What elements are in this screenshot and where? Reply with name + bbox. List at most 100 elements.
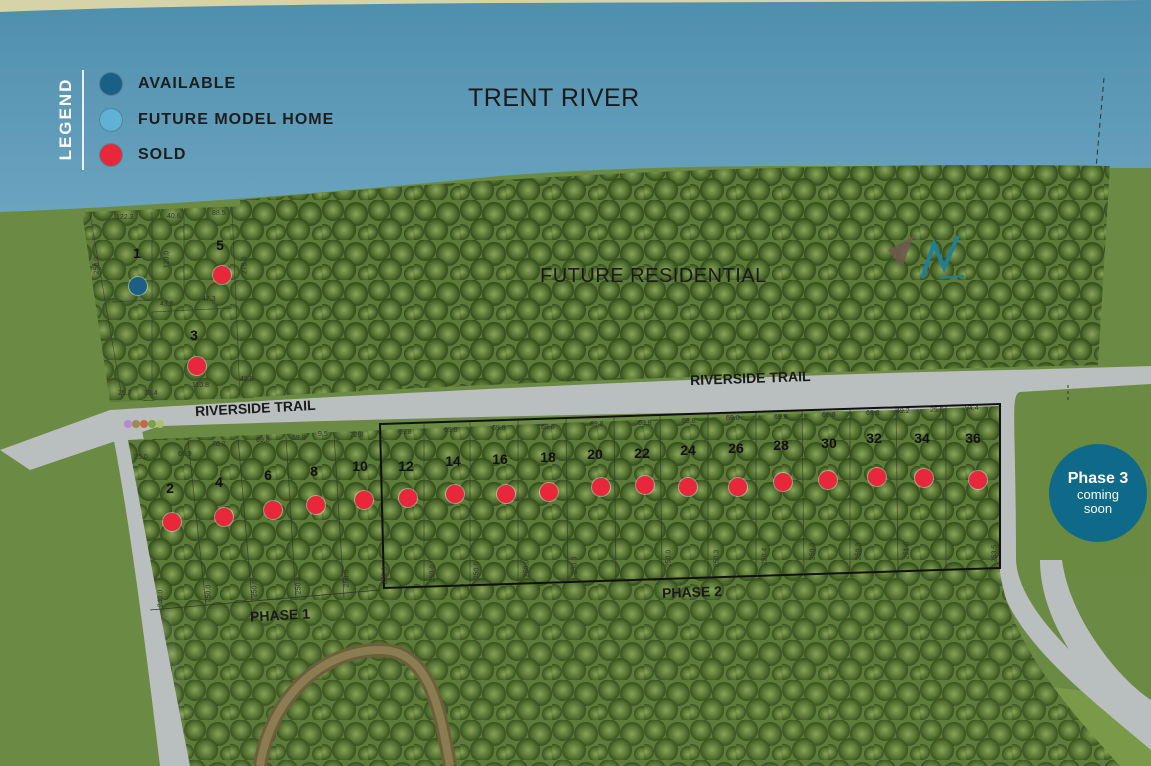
lot-number-3[interactable]: 3 bbox=[190, 327, 198, 343]
lot-number-20[interactable]: 20 bbox=[587, 446, 603, 462]
north-lot-dimension: 43.5 bbox=[160, 301, 174, 308]
lot-frontage-dimension: 9.5 bbox=[318, 431, 328, 438]
lot-depth-dimension: 250.3 bbox=[571, 556, 579, 575]
lot-number-16[interactable]: 16 bbox=[492, 451, 508, 467]
lot-status-marker[interactable] bbox=[969, 471, 987, 489]
legend-item-available: AVAILABLE bbox=[100, 72, 236, 96]
lot-status-marker[interactable] bbox=[213, 266, 231, 284]
lot-depth-dimension: 253.5 bbox=[991, 544, 999, 563]
lot-depth-dimension: 250.0 bbox=[665, 549, 673, 568]
north-lot-dimension: 40.6 bbox=[167, 213, 181, 220]
lot-status-marker[interactable] bbox=[774, 473, 792, 491]
lot-depth-dimension: 250.0 bbox=[429, 564, 437, 583]
lot-status-marker[interactable] bbox=[163, 513, 181, 531]
lot-status-marker[interactable] bbox=[264, 501, 282, 519]
lot-number-4[interactable]: 4 bbox=[215, 474, 223, 490]
lot-status-marker[interactable] bbox=[592, 478, 610, 496]
lot-frontage-dimension: 69.8 bbox=[398, 429, 412, 436]
phase2-boundary bbox=[378, 402, 1001, 590]
legend-label: AVAILABLE bbox=[138, 75, 237, 92]
lot-status-marker[interactable] bbox=[679, 478, 697, 496]
lot-status-marker[interactable] bbox=[446, 485, 464, 503]
lot-status-marker[interactable] bbox=[729, 478, 747, 496]
lot-depth-dimension: 250.4 bbox=[761, 547, 769, 566]
lot-status-marker[interactable] bbox=[915, 469, 933, 487]
lot-frontage-dimension: 69.8 bbox=[444, 427, 458, 434]
lot-status-marker[interactable] bbox=[497, 485, 515, 503]
lot-status-marker[interactable] bbox=[307, 496, 325, 514]
lot-number-34[interactable]: 34 bbox=[914, 430, 930, 446]
legend-item-future-model-home: FUTURE MODEL HOME bbox=[100, 108, 334, 132]
lot-frontage-dimension: 72.8 bbox=[350, 432, 364, 439]
lot-depth-dimension: 251.6 bbox=[903, 541, 911, 560]
available-dot bbox=[100, 73, 122, 95]
lot-status-marker[interactable] bbox=[540, 483, 558, 501]
lot-depth-dimension: 250.3 bbox=[809, 542, 817, 561]
river bbox=[0, 0, 1151, 212]
lot-frontage-dimension: 69.8 bbox=[822, 412, 836, 419]
lot-status-marker[interactable] bbox=[188, 357, 206, 375]
north-lot-dimension: 122.3 bbox=[116, 214, 134, 221]
lot-depth-dimension: 250.0 bbox=[473, 561, 481, 580]
lot-number-5[interactable]: 5 bbox=[216, 237, 224, 253]
future-residential-label: FUTURE RESIDENTIAL bbox=[540, 265, 767, 287]
lot-status-marker[interactable] bbox=[636, 476, 654, 494]
lot-frontage-dimension: 94.4 bbox=[965, 405, 979, 412]
lot-frontage-dimension: 69.8 bbox=[638, 420, 652, 427]
lot-number-10[interactable]: 10 bbox=[352, 458, 368, 474]
lot-number-22[interactable]: 22 bbox=[634, 445, 650, 461]
lot-number-30[interactable]: 30 bbox=[821, 435, 837, 451]
lot-depth-dimension: 240.0 bbox=[157, 589, 165, 608]
phase3-badge[interactable]: Phase 3 coming soon bbox=[1049, 444, 1147, 542]
lot-number-18[interactable]: 18 bbox=[540, 449, 556, 465]
lot-number-32[interactable]: 32 bbox=[866, 430, 882, 446]
lot-frontage-dimension: 69.8 bbox=[541, 424, 555, 431]
lot-depth-dimension: 250.0 bbox=[295, 576, 303, 595]
lot-number-36[interactable]: 36 bbox=[965, 430, 981, 446]
lot-frontage-dimension: 69.8 bbox=[726, 415, 740, 422]
legend-label: SOLD bbox=[138, 146, 187, 163]
phase1-rear-line bbox=[149, 589, 381, 611]
north-lot-dimension: 256.0 bbox=[93, 256, 101, 275]
west-road bbox=[110, 420, 190, 766]
lot-number-12[interactable]: 12 bbox=[398, 458, 414, 474]
east-road bbox=[1040, 560, 1151, 735]
lot-frontage-dimension: 69.8 bbox=[492, 425, 506, 432]
lot-depth-dimension: 250.0 bbox=[251, 579, 259, 598]
lot-number-8[interactable]: 8 bbox=[310, 463, 318, 479]
lot-number-28[interactable]: 28 bbox=[773, 437, 789, 453]
lot-frontage-dimension: 49.2 bbox=[896, 408, 910, 415]
river-label: TRENT RIVER bbox=[468, 84, 640, 112]
lot-frontage-dimension: 69.9 bbox=[178, 451, 192, 458]
lot-status-marker[interactable] bbox=[215, 508, 233, 526]
north-lot-dimension: 275.0 bbox=[241, 256, 249, 275]
lot-number-1[interactable]: 1 bbox=[133, 245, 141, 261]
north-arrow-icon bbox=[888, 234, 965, 279]
lot-number-14[interactable]: 14 bbox=[445, 453, 461, 469]
trail-marker bbox=[124, 420, 164, 428]
property-line bbox=[1095, 77, 1105, 169]
lot-depth-dimension: 250.3 bbox=[713, 549, 721, 568]
phase-lots-area bbox=[128, 406, 1000, 612]
lot-number-6[interactable]: 6 bbox=[264, 467, 272, 483]
lot-status-marker[interactable] bbox=[399, 489, 417, 507]
lot-frontage-dimension: 69.8 bbox=[256, 437, 270, 444]
phase3-title: Phase 3 bbox=[1067, 470, 1129, 487]
lot-frontage-dimension: 25.0 bbox=[134, 454, 148, 461]
lot-status-marker[interactable] bbox=[819, 471, 837, 489]
lot-frontage-dimension: 70.2 bbox=[212, 441, 226, 448]
lot-status-marker[interactable] bbox=[355, 491, 373, 509]
lot-number-2[interactable]: 2 bbox=[166, 480, 174, 496]
lot-number-24[interactable]: 24 bbox=[680, 442, 696, 458]
lot-frontage-dimension: 69.8 bbox=[590, 421, 604, 428]
lot-status-marker[interactable] bbox=[129, 277, 147, 295]
lot-dividers bbox=[187, 405, 947, 607]
lot-number-26[interactable]: 26 bbox=[728, 440, 744, 456]
phase3-subtitle: soon bbox=[1083, 501, 1113, 516]
lot-frontage-dimension: 25.5 bbox=[930, 407, 944, 414]
phase3-subtitle: coming bbox=[1077, 487, 1119, 502]
north-lot-dimension: 47.3 bbox=[202, 296, 216, 303]
legend-item-sold: SOLD bbox=[100, 143, 186, 167]
lot-status-marker[interactable] bbox=[868, 468, 886, 486]
